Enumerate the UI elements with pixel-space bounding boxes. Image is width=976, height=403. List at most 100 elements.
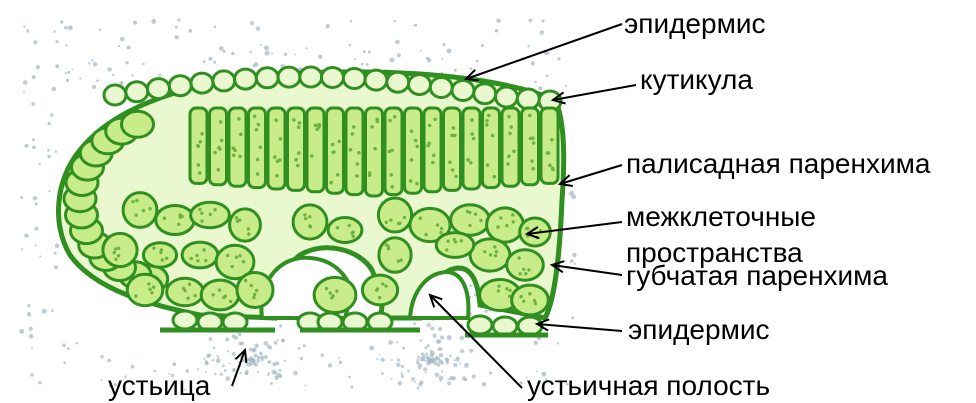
air-dot <box>420 357 425 362</box>
air-dot <box>217 361 219 363</box>
air-dot <box>151 19 156 24</box>
chloroplast <box>547 151 551 155</box>
air-dot <box>274 341 278 345</box>
air-dot <box>225 376 230 381</box>
air-dot <box>142 63 145 66</box>
chloroplast <box>200 212 203 215</box>
chloroplast <box>131 200 134 203</box>
air-dot <box>264 355 268 359</box>
air-dot <box>361 63 364 66</box>
chloroplast <box>520 295 523 298</box>
chloroplast <box>329 181 333 185</box>
chloroplast <box>165 257 168 260</box>
spongy-cell <box>182 242 218 268</box>
chloroplast <box>448 161 452 165</box>
air-dot <box>245 371 249 375</box>
air-dot <box>269 346 272 349</box>
chloroplast <box>472 137 476 141</box>
chloroplast <box>247 227 250 230</box>
chloroplast <box>497 285 500 288</box>
chloroplast <box>470 132 474 136</box>
chloroplast <box>491 134 495 138</box>
air-dot <box>283 360 286 363</box>
air-dot <box>67 347 70 350</box>
air-dot <box>417 387 420 390</box>
chloroplast <box>142 209 145 212</box>
chloroplast <box>194 294 197 297</box>
lower-epidermis-cell <box>518 317 542 335</box>
chloroplast <box>529 137 533 141</box>
air-dot <box>63 361 66 364</box>
chloroplast <box>389 218 392 221</box>
air-dot <box>52 87 57 92</box>
air-dot <box>442 43 445 46</box>
chloroplast <box>419 217 422 220</box>
chloroplast <box>238 219 241 222</box>
chloroplast <box>114 258 117 261</box>
air-dot <box>29 334 34 339</box>
chloroplast <box>495 250 498 253</box>
chloroplast <box>297 151 301 155</box>
chloroplast <box>512 220 515 223</box>
air-dot <box>398 381 402 385</box>
chloroplast <box>453 238 456 241</box>
chloroplast <box>466 158 470 162</box>
chloroplast <box>152 247 155 250</box>
chloroplast <box>317 124 321 128</box>
air-dot <box>418 366 421 369</box>
label-epidermis-top: эпидермис <box>624 10 765 38</box>
air-dot <box>34 227 38 231</box>
air-dot <box>260 44 262 46</box>
chloroplast <box>551 167 555 171</box>
chloroplast <box>256 172 260 176</box>
chloroplast <box>186 297 189 300</box>
chloroplast <box>134 213 137 216</box>
air-dot <box>32 138 35 141</box>
air-dot <box>277 339 279 341</box>
chloroplast <box>336 173 340 177</box>
chloroplast <box>135 199 138 202</box>
spongy-cell <box>127 274 163 305</box>
chloroplast <box>506 162 510 166</box>
chloroplast <box>134 294 137 297</box>
chloroplast <box>409 179 413 183</box>
chloroplast <box>436 223 439 226</box>
air-dot <box>93 62 98 67</box>
arrow-shaft <box>560 165 622 184</box>
chloroplast <box>325 287 328 290</box>
air-dot <box>557 342 559 344</box>
air-dot <box>470 284 473 287</box>
air-dot <box>107 67 111 71</box>
air-dot <box>557 57 560 60</box>
air-dot <box>321 353 325 357</box>
air-dot <box>427 358 429 360</box>
chloroplast <box>489 253 492 256</box>
air-dot <box>32 145 36 149</box>
chloroplast <box>508 132 512 136</box>
upper-epidermis-cell <box>343 69 365 89</box>
chloroplast <box>204 259 207 262</box>
chloroplast <box>483 250 486 253</box>
air-dot <box>38 381 41 384</box>
chloroplast <box>296 164 300 168</box>
chloroplast <box>273 155 277 159</box>
air-dot <box>256 26 260 30</box>
air-dot <box>56 40 59 43</box>
chloroplast <box>259 145 263 149</box>
label-cuticle: кутикула <box>640 66 753 94</box>
air-dot <box>396 341 398 343</box>
air-dot <box>62 343 66 347</box>
air-dot <box>464 363 469 368</box>
air-dot <box>48 190 50 192</box>
chloroplast <box>550 138 554 142</box>
air-dot <box>32 75 36 79</box>
arrow-epidermis-bottom <box>537 319 622 331</box>
air-dot <box>306 47 308 49</box>
air-dot <box>257 356 261 360</box>
air-dot <box>238 332 242 336</box>
chloroplast <box>337 140 341 144</box>
air-dot <box>251 359 255 363</box>
chloroplast <box>424 233 427 236</box>
chloroplast <box>474 213 477 216</box>
chloroplast <box>209 213 212 216</box>
